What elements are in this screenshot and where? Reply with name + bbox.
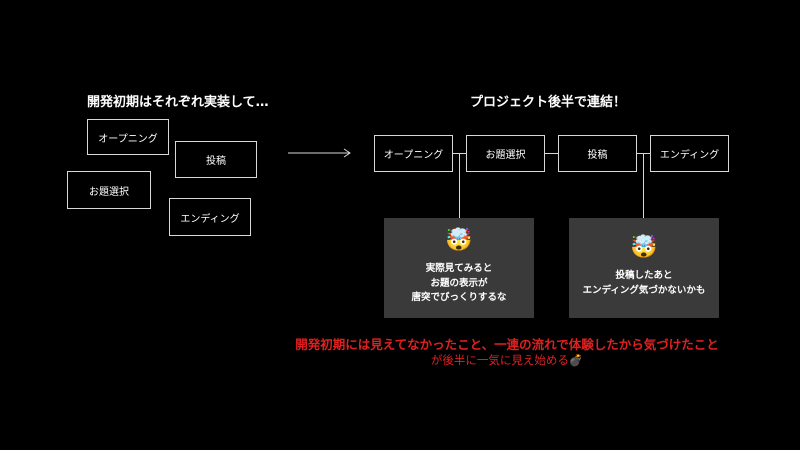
exploding-head-icon: 🤯 [445, 227, 473, 253]
callout-ending-issue: 🤯 投稿したあと エンディング気づかないかも [569, 218, 719, 318]
box-opening-separate: オープニング [87, 119, 169, 155]
flow-step-post: 投稿 [558, 135, 637, 172]
callout-line: お題の表示が [430, 277, 488, 289]
right-heading: プロジェクト後半で連結！ [470, 95, 627, 110]
callout-pointer [459, 153, 460, 219]
flow-step-ending: エンディング [650, 135, 729, 172]
callout-line: 唐突でびっくりするな [411, 292, 507, 304]
box-topic-separate: お題選択 [67, 171, 151, 209]
callout-topic-issue: 🤯 実際見てみると お題の表示が 唐突でびっくりするな [384, 218, 534, 318]
left-heading: 開発初期はそれぞれ実装して… [87, 95, 269, 110]
callout-text: 実際見てみると お題の表示が 唐突でびっくりするな [411, 262, 506, 306]
callout-line: 投稿したあと [615, 270, 673, 282]
transition-arrow-icon [288, 148, 351, 158]
callout-text: 投稿したあと エンディング気づかないかも [583, 269, 706, 298]
conclusion-line-1: 開発初期には見えてなかったこと、一連の流れで体験したから気づけたこと [295, 337, 719, 352]
flow-step-topic: お題選択 [466, 135, 545, 172]
box-post-separate: 投稿 [175, 141, 257, 178]
conclusion-line-2: が後半に一気に見え始める💣 [430, 353, 584, 367]
callout-pointer [643, 153, 644, 219]
box-ending-separate: エンディング [169, 198, 251, 236]
callout-line: 実際見てみると [425, 262, 493, 274]
flow-step-opening: オープニング [374, 135, 453, 172]
callout-line: エンディング気づかないかも [582, 285, 706, 296]
flow-connector [545, 153, 558, 154]
exploding-head-icon: 🤯 [630, 235, 658, 261]
